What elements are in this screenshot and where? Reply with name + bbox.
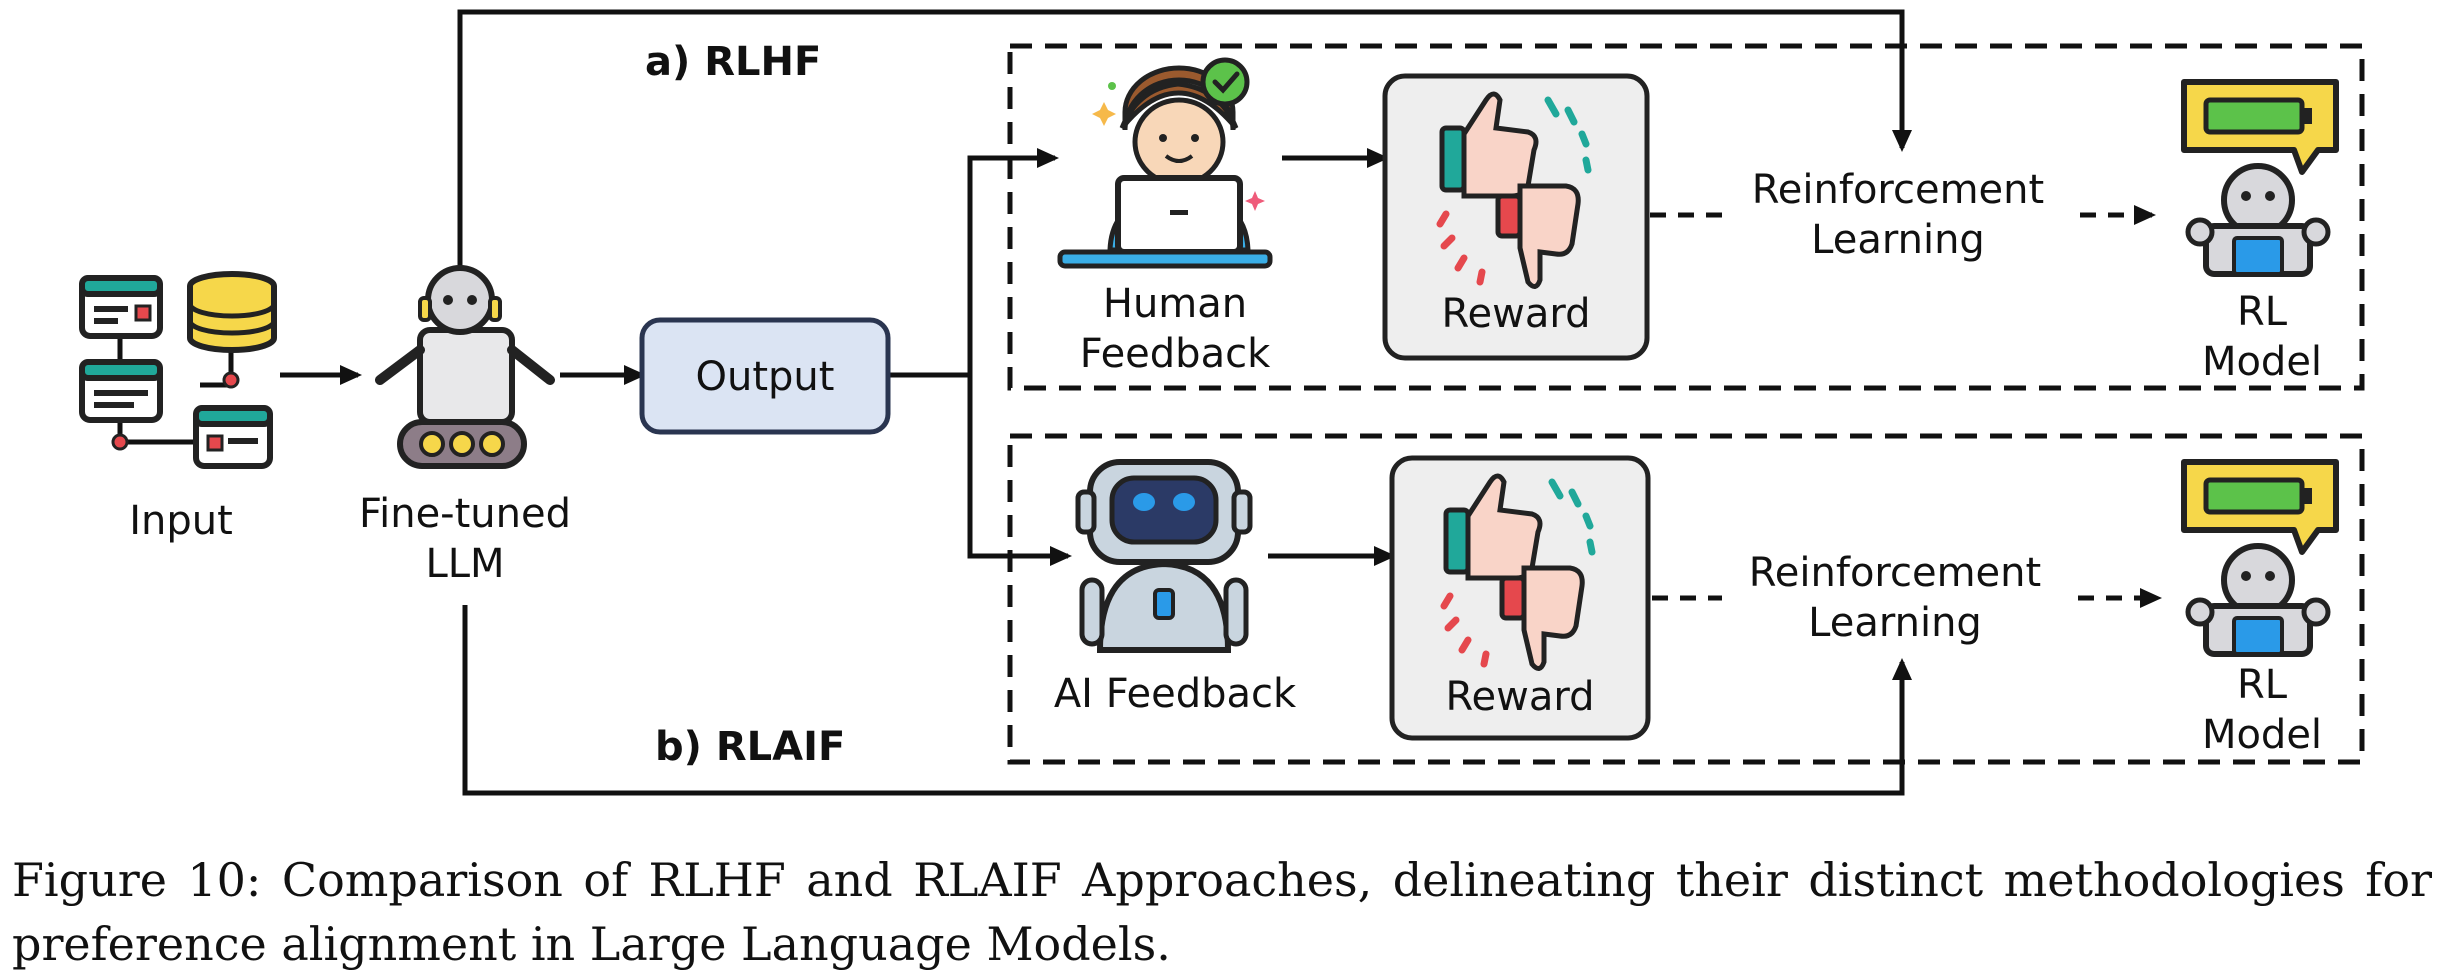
output-to-human-arrow	[888, 148, 1059, 378]
rl-model-label-top-line1: RL	[2237, 289, 2288, 335]
thumbs-up-down-icon	[1436, 91, 1592, 289]
rl-model-label-top-line2: Model	[2202, 339, 2322, 385]
rlhf-label: a) RLHF	[645, 39, 821, 85]
ai-feedback-label: AI Feedback	[1054, 671, 1297, 717]
rl-model-label-bottom-line1: RL	[2237, 662, 2288, 708]
reward-label-bottom: Reward	[1446, 674, 1595, 720]
rl-label-top-line2: Learning	[1811, 217, 1985, 263]
rl-label-bottom-line1: Reinforcement	[1749, 550, 2041, 596]
robot-icon	[375, 265, 555, 469]
thumbs-up-down-icon	[1440, 473, 1596, 671]
output-to-ai-arrow	[967, 375, 1072, 566]
rlaif-label: b) RLAIF	[655, 724, 845, 770]
llm-label-line1: Fine-tuned	[359, 491, 571, 537]
rlaif-group-box	[1007, 433, 2365, 765]
rl-label-bottom-line2: Learning	[1808, 600, 1982, 646]
rlhf-group-box	[1007, 43, 2365, 391]
input-label: Input	[129, 498, 233, 544]
ai-robot-icon	[1075, 459, 1253, 653]
rlhf-loop-connector	[457, 9, 1912, 268]
human-at-laptop-icon	[1057, 57, 1273, 269]
rlaif-loop-connector	[462, 605, 1912, 796]
robot-with-battery-icon	[2181, 79, 2339, 277]
robot-with-battery-icon	[2181, 459, 2339, 657]
llm-label-line2: LLM	[425, 541, 504, 587]
figure-caption: Figure 10: Comparison of RLHF and RLAIF …	[12, 853, 2432, 971]
human-feedback-label-line2: Feedback	[1080, 331, 1271, 377]
output-box	[639, 317, 891, 435]
output-label: Output	[696, 354, 835, 400]
database-server-icon	[79, 271, 277, 469]
rl-label-top-line1: Reinforcement	[1752, 167, 2044, 213]
human-feedback-label-line1: Human	[1103, 281, 1247, 327]
reward-label-top: Reward	[1442, 291, 1591, 337]
rlhf-rlaif-diagram: Input Fine-tuned LLM Output a) RLHF b) R…	[79, 9, 2365, 796]
rl-model-label-bottom-line2: Model	[2202, 712, 2322, 758]
